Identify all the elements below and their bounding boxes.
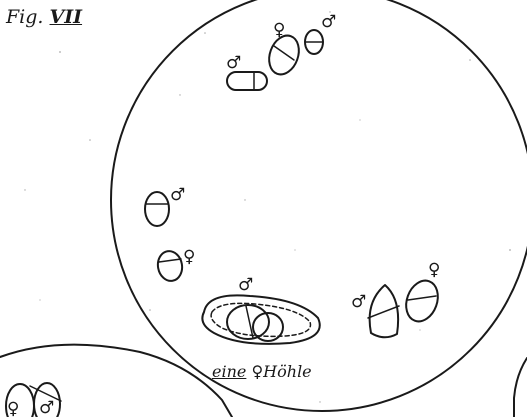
sex-symbol-markers: ♂ ♀ ♂ ♂ ♀ ♂ ♂ ♀ ♀ ♂ xyxy=(7,12,440,417)
caption-word-hoehle: Höhle xyxy=(263,362,311,381)
female-symbol: ♀ xyxy=(273,20,285,40)
male-symbol: ♂ xyxy=(321,12,336,32)
caption-female-symbol: ♀ xyxy=(251,362,263,381)
male-symbol: ♂ xyxy=(238,275,253,295)
male-symbol: ♂ xyxy=(351,292,366,312)
large-cell-outline xyxy=(111,0,527,411)
male-symbol: ♂ xyxy=(226,53,241,73)
ovoid-group-right xyxy=(368,276,443,337)
female-symbol: ♀ xyxy=(183,247,195,267)
male-symbol: ♂ xyxy=(170,185,185,205)
male-symbol: ♂ xyxy=(39,398,54,417)
cavity-caption: eine ♀Höhle xyxy=(212,364,312,380)
female-symbol: ♀ xyxy=(428,260,440,280)
paired-ovoids-in-cavity xyxy=(202,295,319,344)
figure-label-prefix: Fig. xyxy=(6,6,43,28)
female-symbol: ♀ xyxy=(7,399,19,417)
caption-word-eine: eine xyxy=(212,362,246,381)
figure-label: Fig. VII xyxy=(6,8,82,27)
figure-label-number: VII xyxy=(50,6,83,28)
ovoid-group-left-lower xyxy=(156,249,185,283)
right-cell-outline xyxy=(514,358,527,417)
ovoid-group-left-upper xyxy=(145,192,169,226)
